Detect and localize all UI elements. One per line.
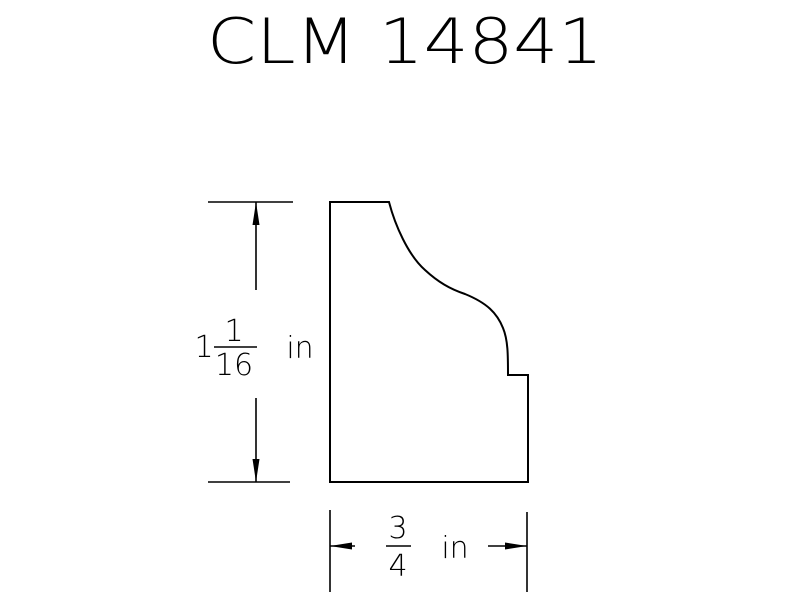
height-fraction-numerator: 1 bbox=[224, 314, 243, 349]
height-fraction-denominator: 16 bbox=[215, 348, 253, 383]
drawing-title: CLM 14841 bbox=[207, 5, 603, 78]
width-unit: in bbox=[441, 531, 468, 566]
height-arrow-bottom bbox=[252, 459, 260, 482]
height-unit: in bbox=[286, 331, 313, 366]
molding-profile-outline bbox=[329, 201, 529, 483]
width-dimension-label: 3 4 in bbox=[386, 511, 469, 584]
height-arrow-top bbox=[252, 202, 260, 225]
width-fraction-denominator: 4 bbox=[388, 549, 407, 584]
height-whole-number: 1 bbox=[194, 330, 213, 365]
height-dimension-label: 1 1 16 in bbox=[194, 314, 313, 383]
width-arrow-right bbox=[505, 542, 527, 550]
width-fraction-numerator: 3 bbox=[388, 511, 407, 546]
width-arrow-left bbox=[330, 542, 352, 550]
